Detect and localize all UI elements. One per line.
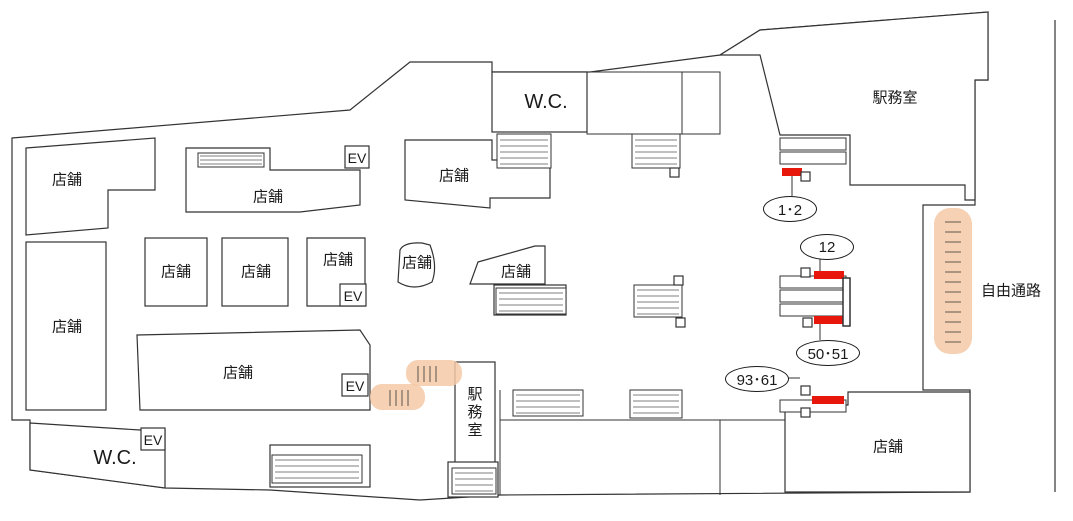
- shop-upper-right-outline: [404, 139, 551, 209]
- ev-bottom-left-box: [140, 427, 166, 451]
- shop-label: 店舗: [51, 317, 83, 336]
- free-passage-label: 自由通路: [980, 281, 1042, 300]
- gate-barrier: [842, 277, 851, 327]
- column-markers: [669, 167, 813, 418]
- shop-label: 店舗: [51, 170, 83, 189]
- shop-lower-center-outline: [136, 329, 371, 411]
- station-office-lower-outline: [454, 361, 496, 465]
- restroom-label: W.C.: [524, 91, 568, 113]
- shop-grid-1-outline: [144, 237, 208, 307]
- shop-label: 店舗: [322, 250, 354, 269]
- elevator-icon: EV: [347, 150, 367, 166]
- wc-top-outline: [491, 71, 588, 133]
- shop-label: 店舗: [438, 166, 470, 185]
- elevator-icon: EV: [143, 432, 163, 448]
- platform-93-61-badge: 93･61: [725, 366, 789, 392]
- shop-bottom-right-outline: [784, 391, 971, 493]
- ev-grid-box: [339, 283, 367, 307]
- elevator-icon: EV: [345, 378, 365, 394]
- lower-right-partition: [499, 390, 785, 495]
- shop-left-tall-outline: [25, 241, 107, 411]
- station-office-label: 駅務室: [465, 386, 484, 440]
- platform-50-51-badge: 50･51: [796, 340, 860, 366]
- shop-label: 店舗: [160, 262, 192, 281]
- shop-label: 店舗: [401, 253, 433, 272]
- shop-center-outline: [469, 245, 546, 285]
- wc-bottom-outline: [29, 422, 166, 489]
- accessible-path: [370, 208, 972, 410]
- platform-stairs: [779, 137, 847, 413]
- elevator-icon: EV: [343, 288, 363, 304]
- shop-kiosk-outline: [397, 242, 436, 288]
- shop-label: 店舗: [500, 262, 532, 281]
- shop-label: 店舗: [240, 262, 272, 281]
- station-office-label: 駅務室: [872, 88, 918, 107]
- ev-lower-box: [341, 373, 369, 397]
- platform-12-badge: 12: [800, 234, 854, 260]
- platform-leader-lines: [788, 176, 821, 379]
- shop-label: 店舗: [222, 363, 254, 382]
- platform-1-2-badge: 1･2: [763, 196, 817, 222]
- shop-grid-2-outline: [221, 237, 289, 307]
- restroom-label: W.C.: [93, 447, 137, 469]
- shop-label: 店舗: [252, 187, 284, 206]
- shop-label: 店舗: [872, 437, 904, 456]
- shop-top-left-outline: [25, 137, 156, 236]
- ev-upper-box: [344, 145, 370, 169]
- ticket-gate-icon: [782, 168, 844, 404]
- room-small: [681, 71, 721, 135]
- escalator-icon: [200, 139, 679, 492]
- station-office-top-outline: [717, 11, 989, 201]
